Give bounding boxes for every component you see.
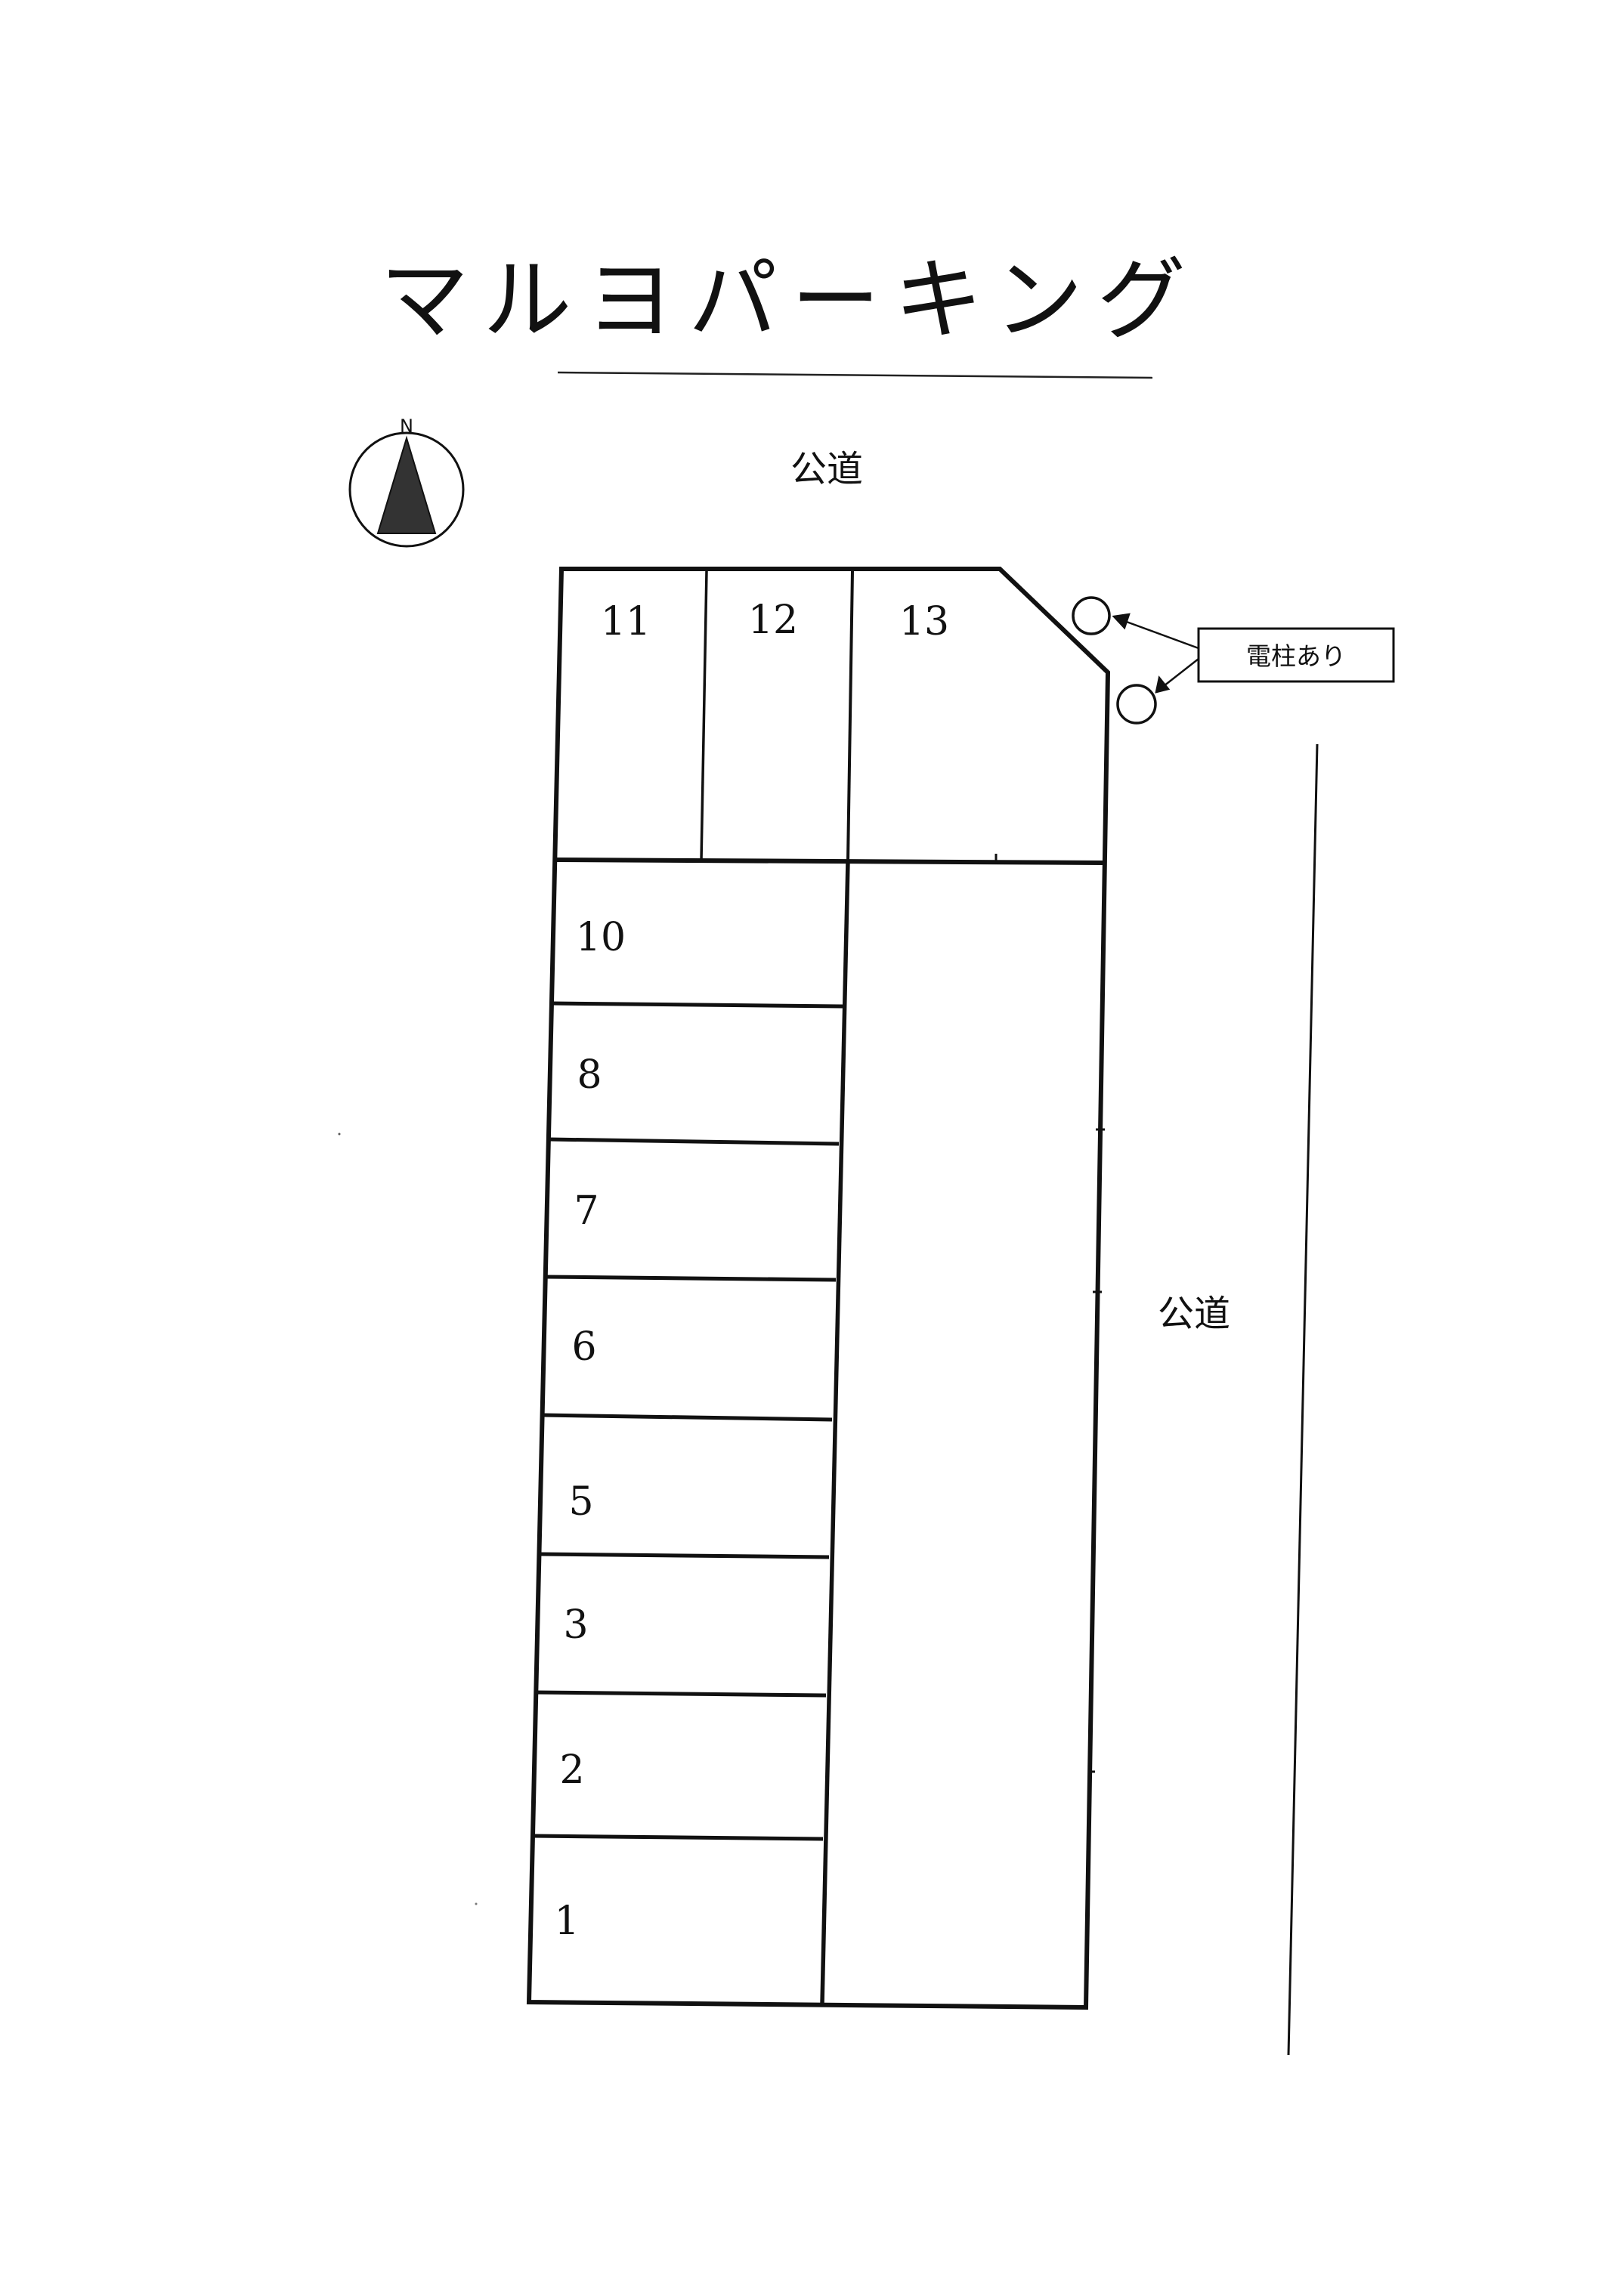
boundary-ticks [995, 854, 1105, 1773]
space-number: 11 [601, 599, 651, 644]
space-number: 5 [568, 1479, 593, 1525]
road-label-north: 公道 [790, 448, 863, 490]
title-underline [557, 371, 1153, 379]
page-title: マルヨパーキング [380, 248, 1199, 352]
divider-2-1 [533, 1834, 824, 1841]
utility-pole-icon [1116, 684, 1157, 725]
space-number: 10 [576, 915, 626, 960]
space-number: 8 [577, 1052, 602, 1098]
divider-7-6 [545, 1275, 837, 1282]
road-label-east: 公道 [1158, 1293, 1230, 1335]
divider-8-7 [549, 1137, 840, 1146]
north-arrow-icon: N [348, 416, 465, 548]
space-number: 12 [748, 598, 798, 643]
space-number: 6 [571, 1324, 596, 1370]
divider-5-3 [539, 1552, 830, 1559]
aisle-west-edge [820, 861, 850, 2004]
space-number: 1 [554, 1899, 579, 1944]
top-row-divider [553, 858, 1104, 865]
divider-12-13 [846, 570, 854, 862]
compass-north-label: N [400, 416, 413, 437]
utility-pole-icon [1072, 596, 1111, 635]
space-number: 13 [899, 599, 949, 644]
divider-6-5 [542, 1413, 833, 1422]
space-number: 3 [563, 1602, 588, 1648]
space-number: 7 [574, 1188, 599, 1234]
divider-10-8 [552, 1001, 843, 1009]
divider-11-12 [700, 570, 708, 861]
scan-dot [338, 1133, 341, 1136]
space-number: 2 [559, 1747, 584, 1793]
divider-3-2 [536, 1690, 827, 1698]
scan-dot [475, 1902, 478, 1905]
note-arrows [1112, 613, 1199, 694]
lot-boundary [526, 567, 1111, 2010]
utility-pole-note-text: 電柱あり [1246, 641, 1346, 671]
east-road-line [1287, 743, 1319, 2056]
utility-pole-note: 電柱あり [1197, 627, 1395, 683]
